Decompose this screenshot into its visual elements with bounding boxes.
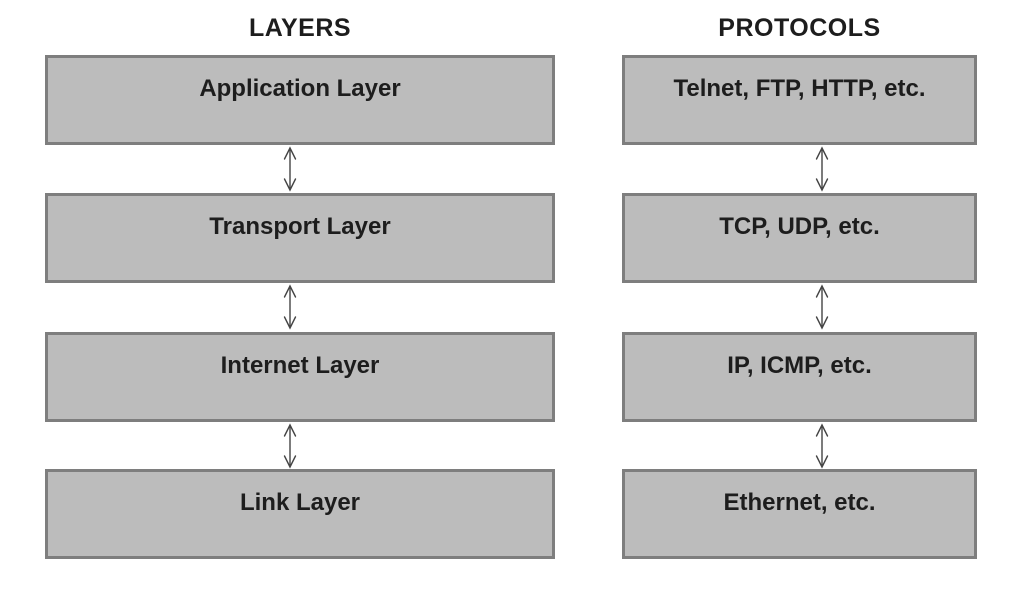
layer-box-application-label: Application Layer <box>199 75 401 102</box>
protocols-column-header: PROTOCOLS <box>718 14 881 42</box>
layer-box-link: Link Layer <box>45 469 555 559</box>
protocol-box-internet: IP, ICMP, etc. <box>622 332 977 422</box>
double-arrow-icon <box>283 146 297 192</box>
double-arrow-icon <box>283 284 297 330</box>
protocol-box-application-label: Telnet, FTP, HTTP, etc. <box>673 75 926 102</box>
layers-column-header: LAYERS <box>248 14 352 42</box>
protocol-box-application: Telnet, FTP, HTTP, etc. <box>622 55 977 145</box>
layers-column: LAYERS Application Layer Transport Layer… <box>45 0 555 596</box>
layer-box-transport: Transport Layer <box>45 193 555 283</box>
double-arrow-icon <box>815 146 829 192</box>
protocol-box-transport-label: TCP, UDP, etc. <box>719 213 880 240</box>
protocol-box-internet-label: IP, ICMP, etc. <box>727 352 872 379</box>
double-arrow-icon <box>283 423 297 469</box>
protocol-box-transport: TCP, UDP, etc. <box>622 193 977 283</box>
layer-box-link-label: Link Layer <box>239 489 361 516</box>
layer-box-transport-label: Transport Layer <box>209 213 391 240</box>
layer-box-internet-label: Internet Layer <box>220 352 380 379</box>
layer-box-application: Application Layer <box>45 55 555 145</box>
protocol-box-link: Ethernet, etc. <box>622 469 977 559</box>
double-arrow-icon <box>815 423 829 469</box>
double-arrow-icon <box>815 284 829 330</box>
protocol-box-link-label: Ethernet, etc. <box>723 489 876 516</box>
protocols-column: PROTOCOLS Telnet, FTP, HTTP, etc. TCP, U… <box>622 0 977 596</box>
layer-box-internet: Internet Layer <box>45 332 555 422</box>
